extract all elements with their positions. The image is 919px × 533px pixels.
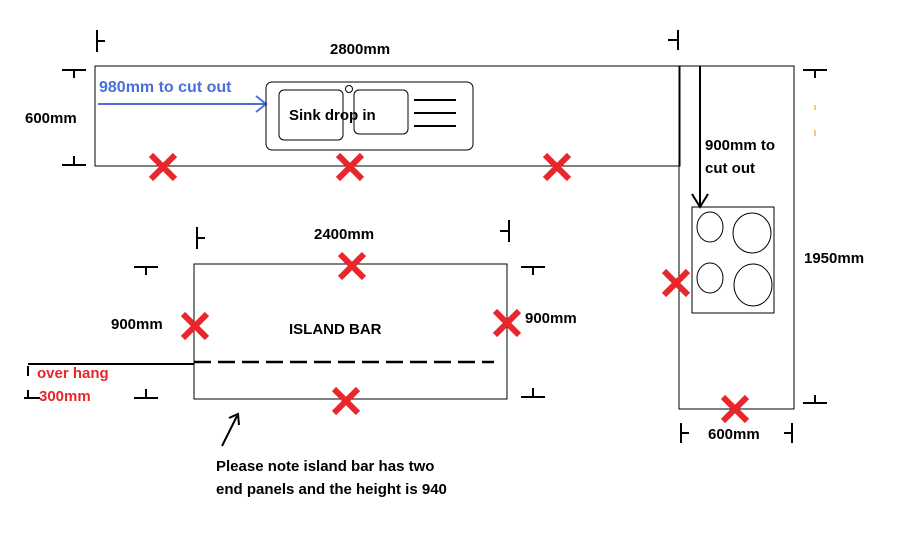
x-marker [337,251,367,281]
island-right-depth-label: 900mm [525,310,577,327]
support-markers [148,152,750,424]
hob-cutout-label-line2: cut out [705,160,755,177]
side-length-label: 1950mm [804,250,864,267]
top-worktop [94,65,681,167]
island-length-dimension-ticks [196,220,510,249]
x-marker [720,394,750,424]
x-marker [331,386,361,416]
side-length-dimension-ticks [803,69,827,404]
overhang-label-line1: over hang [37,365,109,382]
side-depth-dimension-ticks [680,423,793,443]
island-left-depth-dimension-ticks [134,266,158,399]
sink-label: Sink drop in [289,107,376,124]
sink-cutout-label: 980mm to cut out [99,79,232,96]
x-marker [661,268,691,298]
sink-drop-in [265,81,474,151]
island-length-label: 2400mm [314,226,374,243]
top-length-dimension-ticks [96,30,679,52]
note-line1: Please note island bar has two [216,458,434,475]
top-length-label: 2800mm [330,41,390,58]
sink-cutout-arrow [98,95,268,113]
island-name-label: ISLAND BAR [289,321,382,338]
side-worktop [678,65,795,410]
x-marker [148,152,178,182]
note-arrow [221,412,240,447]
x-marker [492,308,522,338]
top-depth-dimension-ticks [62,69,86,166]
island-left-depth-label: 900mm [111,316,163,333]
overhang-label-line2: 300mm [39,388,91,405]
x-marker [180,311,210,341]
x-marker [542,152,572,182]
overhang-dimension-ticks [24,366,40,399]
top-depth-label: 600mm [25,110,77,127]
note-line2: end panels and the height is 940 [216,481,447,498]
island-right-depth-dimension-ticks [521,266,545,398]
x-marker [335,152,365,182]
side-depth-label: 600mm [708,426,760,443]
hob-cutout-label-line1: 900mm to [705,137,775,154]
hob [691,206,775,314]
